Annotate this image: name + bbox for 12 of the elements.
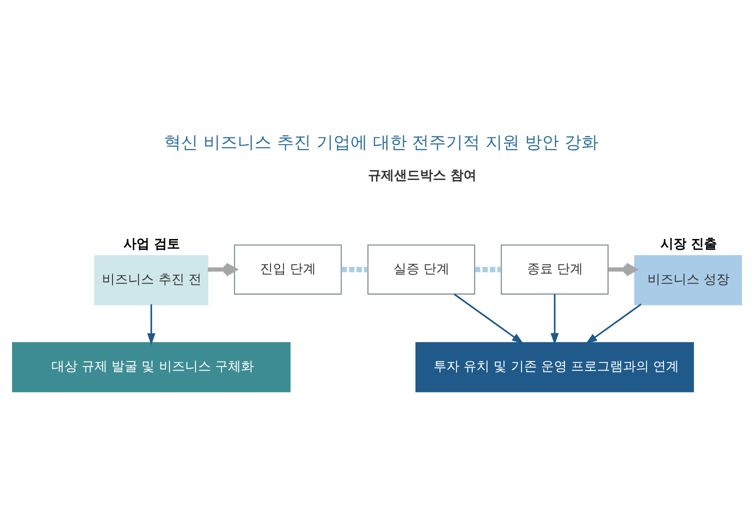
arrow xyxy=(454,294,524,344)
arrow xyxy=(586,304,642,344)
connector xyxy=(342,266,368,272)
arrow xyxy=(550,294,559,345)
diagram-title: 혁신 비즈니스 추진 기업에 대한 전주기적 지원 방안 강화 xyxy=(164,133,598,154)
arrow xyxy=(147,304,156,346)
connector xyxy=(474,266,502,272)
arrow xyxy=(608,262,637,276)
arrow xyxy=(208,262,237,276)
node-label: 사업 검토 xyxy=(124,236,180,252)
node-label: 시장 진출 xyxy=(660,236,717,252)
label: 규제샌드박스 참여 xyxy=(368,168,476,184)
